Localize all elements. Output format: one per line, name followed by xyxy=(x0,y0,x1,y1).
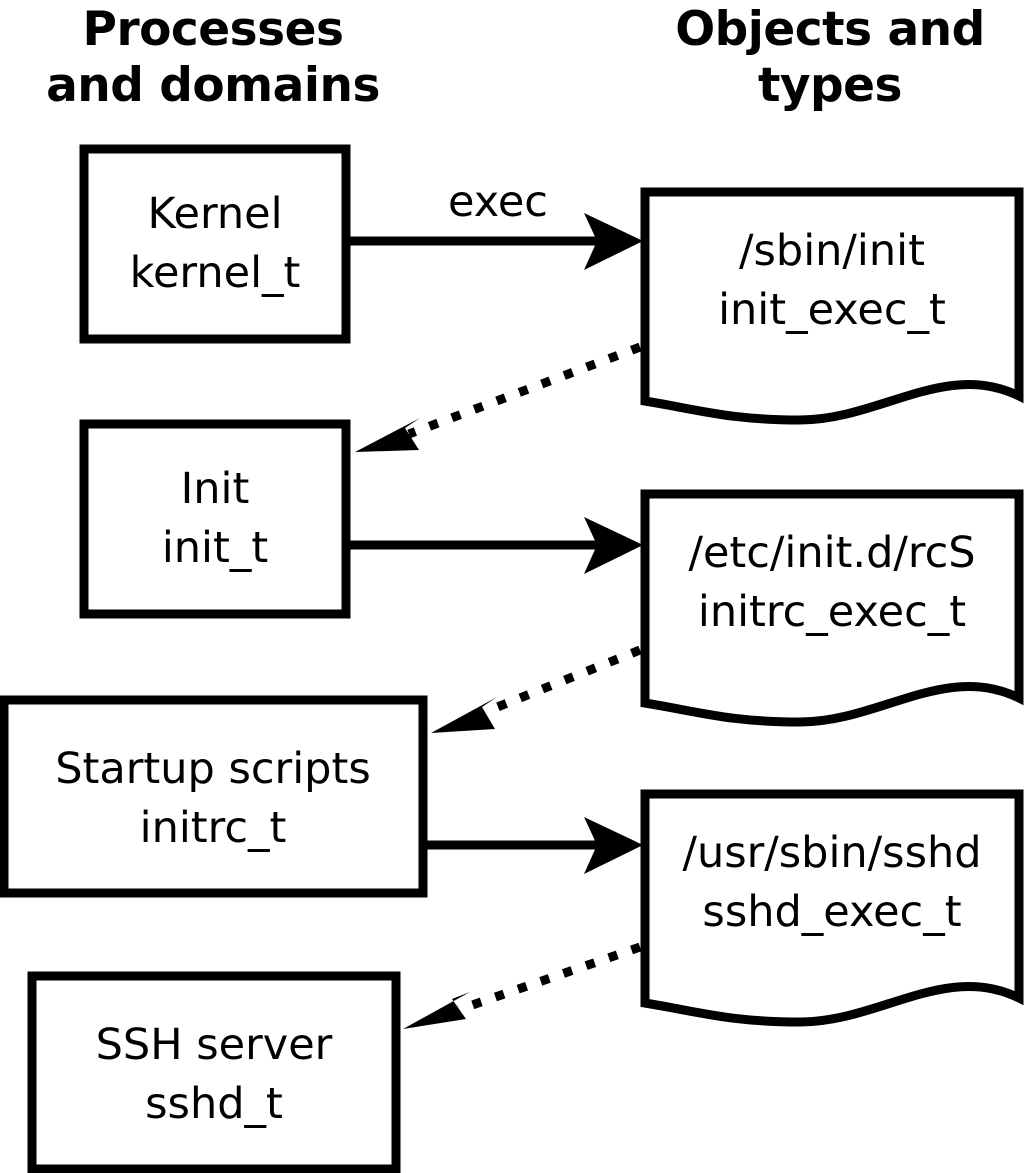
arrowhead-initrc-exec-to-initrc xyxy=(431,697,497,733)
process-node-kernel-box[interactable] xyxy=(79,144,351,344)
object-node-initrc-exec[interactable]: /etc/init.d/rcS initrc_exec_t xyxy=(640,489,1024,727)
object-node-initrc-exec-doc[interactable] xyxy=(640,489,1024,727)
object-node-init-exec-line1: /sbin/init xyxy=(739,226,925,276)
edge-line-init-exec-to-init xyxy=(407,342,642,439)
process-node-startup-scripts[interactable]: Startup scripts initrc_t xyxy=(0,695,428,898)
arrowhead-kernel-to-init-exec xyxy=(584,213,643,270)
edge-label-exec: exec xyxy=(448,177,548,227)
edge-initrc-to-sshd-exec xyxy=(427,817,643,874)
object-node-init-exec-doc[interactable] xyxy=(640,187,1024,425)
process-node-startup-scripts-line1: Startup scripts xyxy=(55,744,371,794)
edge-initrc-exec-to-initrc xyxy=(431,645,642,733)
process-node-ssh-server-line2: sshd_t xyxy=(145,1079,283,1129)
object-node-init-exec[interactable]: /sbin/init init_exec_t xyxy=(640,187,1024,425)
object-node-init-exec-line2: init_exec_t xyxy=(718,285,946,335)
process-node-init-box[interactable] xyxy=(79,419,351,619)
column-header-processes-line1: Processes xyxy=(83,2,344,57)
edge-kernel-exec-init-exec: exec xyxy=(350,177,643,270)
edge-init-exec-to-init xyxy=(355,342,642,452)
process-node-startup-scripts-line2: initrc_t xyxy=(140,803,287,853)
process-node-startup-scripts-box[interactable] xyxy=(0,695,428,898)
column-header-objects-line1: Objects and xyxy=(675,2,985,57)
edge-line-initrc-exec-to-initrc xyxy=(483,645,642,717)
column-header-processes-line2: and domains xyxy=(46,58,380,113)
object-node-sshd-exec-line1: /usr/sbin/sshd xyxy=(682,828,981,878)
edge-init-to-initrc-exec xyxy=(350,517,643,574)
column-header-objects-line2: types xyxy=(758,58,902,113)
column-header-objects: Objects and types xyxy=(675,2,985,113)
object-node-sshd-exec-doc[interactable] xyxy=(640,789,1024,1027)
process-node-ssh-server-box[interactable] xyxy=(27,971,401,1173)
arrowhead-sshd-exec-to-sshd xyxy=(403,992,470,1029)
process-node-ssh-server[interactable]: SSH server sshd_t xyxy=(27,971,401,1173)
arrowhead-init-exec-to-init xyxy=(355,418,420,452)
arrowhead-initrc-to-sshd-exec xyxy=(584,817,643,874)
arrowhead-init-to-initrc-exec xyxy=(584,517,643,574)
edge-sshd-exec-to-sshd xyxy=(403,942,642,1029)
process-node-init[interactable]: Init init_t xyxy=(79,419,351,619)
object-node-sshd-exec[interactable]: /usr/sbin/sshd sshd_exec_t xyxy=(640,789,1024,1027)
edge-line-sshd-exec-to-sshd xyxy=(453,942,642,1016)
object-node-initrc-exec-line2: initrc_exec_t xyxy=(698,587,966,637)
process-node-kernel[interactable]: Kernel kernel_t xyxy=(79,144,351,344)
process-node-kernel-line2: kernel_t xyxy=(130,248,301,298)
column-header-processes: Processes and domains xyxy=(46,2,380,113)
process-node-kernel-line1: Kernel xyxy=(147,189,282,239)
process-node-init-line2: init_t xyxy=(162,523,268,573)
process-node-init-line1: Init xyxy=(181,464,250,514)
object-node-sshd-exec-line2: sshd_exec_t xyxy=(702,887,961,937)
process-node-ssh-server-line1: SSH server xyxy=(96,1020,333,1070)
object-node-initrc-exec-line1: /etc/init.d/rcS xyxy=(688,528,975,578)
